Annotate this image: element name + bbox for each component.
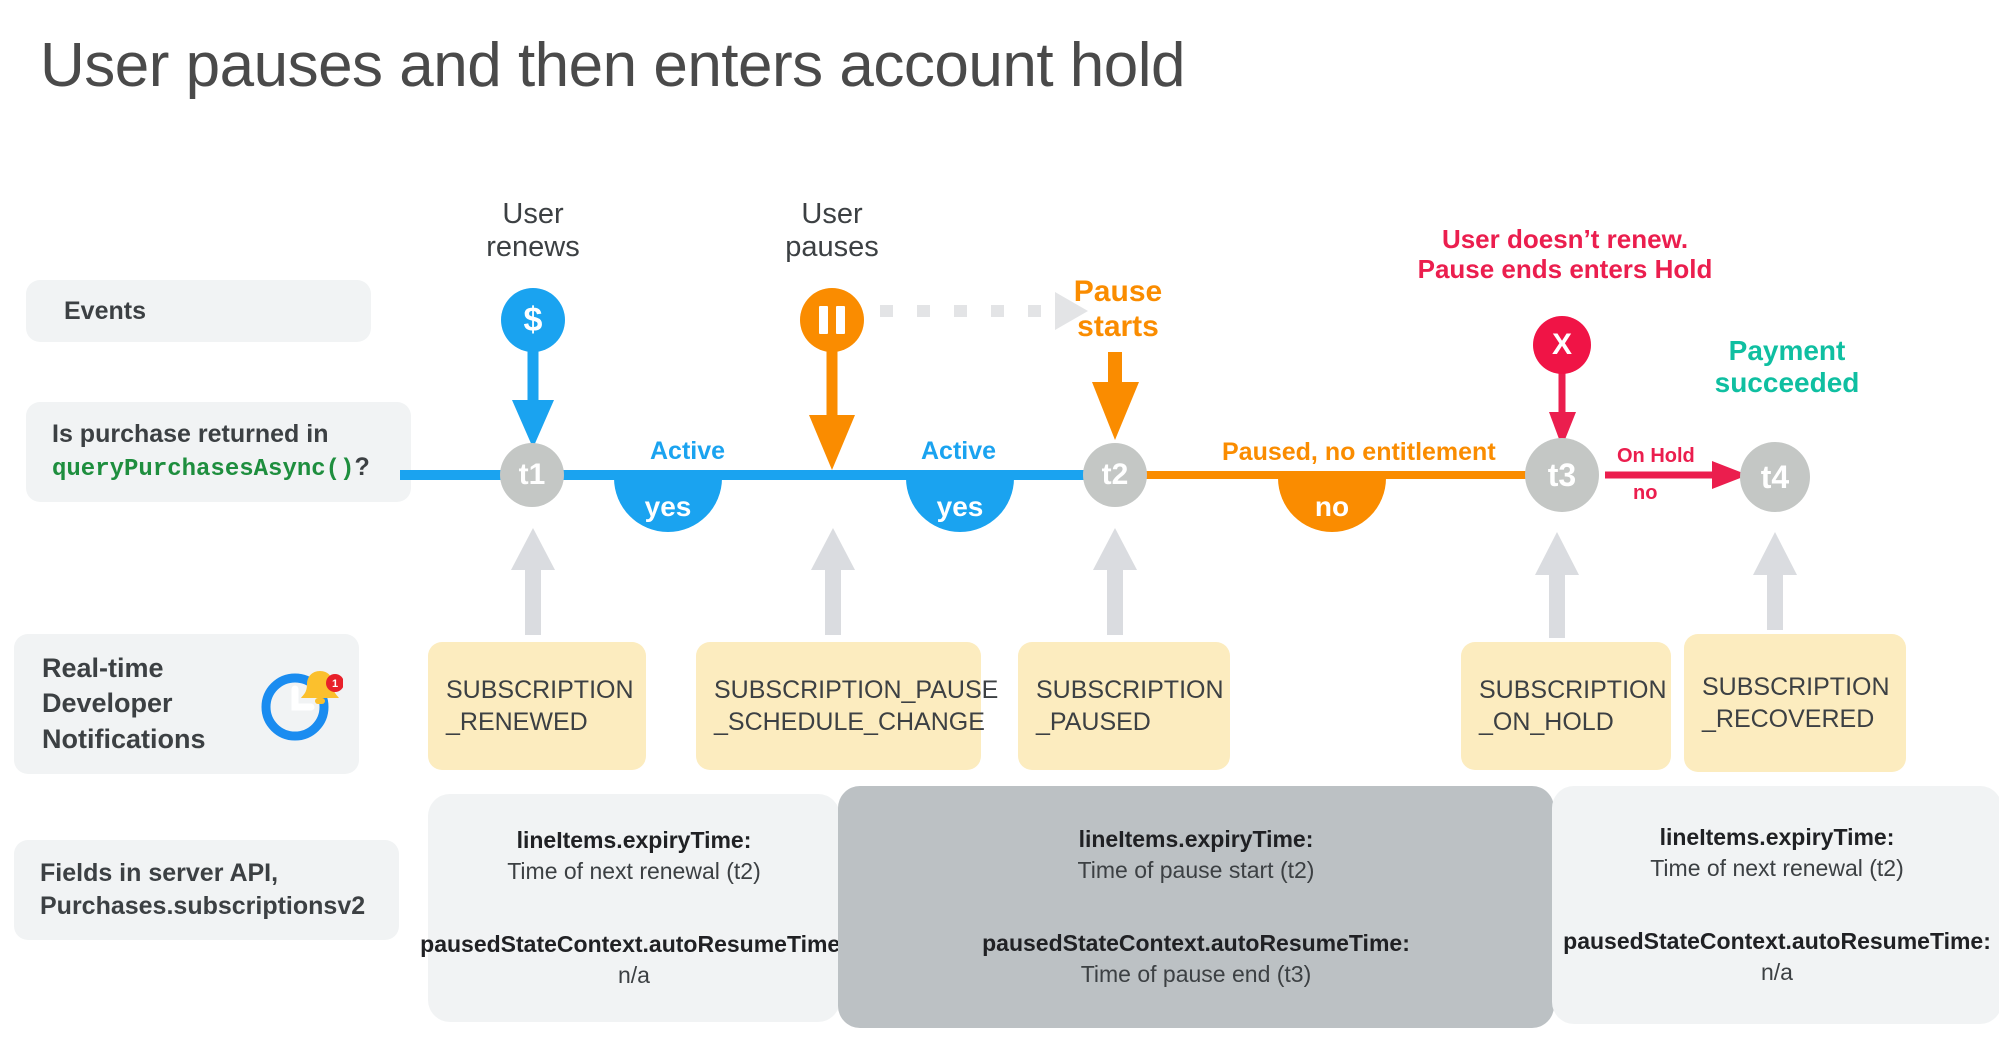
x-icon: X xyxy=(1533,316,1591,374)
field-value-autoresumetime-3: n/a xyxy=(1761,959,1793,985)
field-value-autoresumetime-1: n/a xyxy=(618,962,650,988)
row-label-fields: Fields in server API, Purchases.subscrip… xyxy=(14,840,399,940)
segment-state-active-2: Active xyxy=(921,437,997,465)
dotted-connector-icon xyxy=(880,292,1088,330)
field-key-autoresumetime-1: pausedStateContext.autoResumeTime: xyxy=(420,931,848,957)
svg-text:1: 1 xyxy=(332,678,338,690)
row-label-rtdn-text: Real-time Developer Notifications xyxy=(42,652,206,754)
segment-answer-no-1: no xyxy=(1278,478,1386,532)
dollar-icon: $ xyxy=(501,288,565,352)
event-label-pause-starts: Pause starts xyxy=(1073,275,1163,343)
row-label-purchase-suffix: ? xyxy=(354,453,370,482)
notification-box-subscription-renewed[interactable]: SUBSCRIPTION _RENEWED xyxy=(428,642,646,770)
field-key-expirytime-2: lineItems.expiryTime: xyxy=(1078,826,1314,852)
clock-bell-icon: 1 xyxy=(257,661,344,747)
notification-box-subscription-recovered[interactable]: SUBSCRIPTION _RECOVERED xyxy=(1684,634,1906,772)
row-label-purchase-text: Is purchase returned in queryPurchasesAs… xyxy=(52,418,370,486)
segment-answer-yes-1: yes xyxy=(614,478,722,532)
segment-state-active-1: Active xyxy=(650,437,726,465)
row-label-purchase-line1: Is purchase returned in xyxy=(52,420,329,449)
segment-answer-no-2: no xyxy=(1633,482,1658,504)
event-label-user-pauses: User pauses xyxy=(785,198,879,264)
field-value-expirytime-1: Time of next renewal (t2) xyxy=(507,858,761,884)
segment-answer-yes-2: yes xyxy=(906,478,1014,532)
notification-box-subscription-on-hold[interactable]: SUBSCRIPTION _ON_HOLD xyxy=(1461,642,1671,770)
field-key-expirytime-1: lineItems.expiryTime: xyxy=(516,827,752,853)
page-title: User pauses and then enters account hold xyxy=(40,31,1185,100)
field-value-autoresumetime-2: Time of pause end (t3) xyxy=(1080,961,1312,987)
event-label-payment-succeeded: Payment succeeded xyxy=(1714,335,1860,399)
pause-icon xyxy=(800,288,864,352)
field-key-expirytime-3: lineItems.expiryTime: xyxy=(1659,824,1895,850)
row-label-events: Events xyxy=(26,280,371,342)
field-value-expirytime-2: Time of pause start (t2) xyxy=(1077,857,1315,883)
row-label-events-text: Events xyxy=(64,296,146,325)
notification-box-subscription-paused[interactable]: SUBSCRIPTION _PAUSED xyxy=(1018,642,1230,770)
event-label-user-renews: User renews xyxy=(486,198,580,264)
notification-box-subscription-pause-schedule-change[interactable]: SUBSCRIPTION_PAUSE _SCHEDULE_CHANGE xyxy=(696,642,998,770)
field-value-expirytime-3: Time of next renewal (t2) xyxy=(1650,855,1904,881)
field-key-autoresumetime-2: pausedStateContext.autoResumeTime: xyxy=(982,930,1410,956)
segment-state-on-hold: On Hold xyxy=(1617,445,1695,467)
row-label-fields-text: Fields in server API, Purchases.subscrip… xyxy=(40,859,366,920)
timeline-node-t3[interactable]: t3 xyxy=(1525,438,1599,512)
row-label-purchase-code: queryPurchasesAsync() xyxy=(52,456,355,484)
timeline-node-t2[interactable]: t2 xyxy=(1083,443,1147,507)
timeline-node-t1[interactable]: t1 xyxy=(500,443,564,507)
row-label-purchase: Is purchase returned in queryPurchasesAs… xyxy=(26,402,411,502)
field-box-recovered: lineItems.expiryTime: Time of next renew… xyxy=(1552,786,1999,1024)
event-label-user-doesnt-renew: User doesn’t renew. Pause ends enters Ho… xyxy=(1417,224,1713,284)
field-box-paused: lineItems.expiryTime: Time of pause star… xyxy=(838,786,1554,1028)
segment-state-paused: Paused, no entitlement xyxy=(1222,438,1496,466)
field-key-autoresumetime-3: pausedStateContext.autoResumeTime: xyxy=(1563,928,1991,954)
pause-bars-icon xyxy=(819,306,845,334)
field-box-renewed: lineItems.expiryTime: Time of next renew… xyxy=(420,794,848,1022)
timeline-node-t4[interactable]: t4 xyxy=(1740,442,1810,512)
row-label-rtdn: Real-time Developer Notifications 1 xyxy=(14,634,359,774)
